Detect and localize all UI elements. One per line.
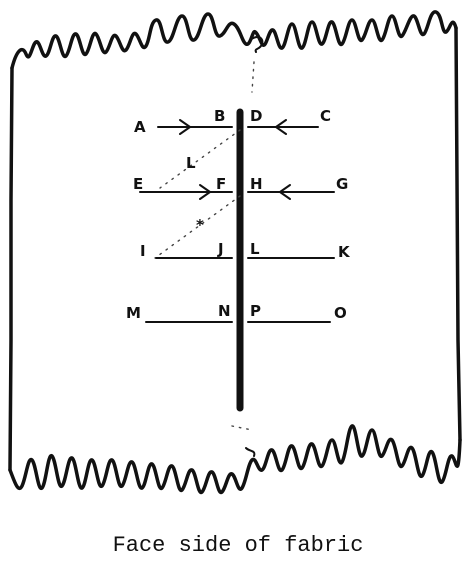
bottom-break-mark: [246, 448, 254, 456]
label-p: P: [250, 302, 261, 320]
diagonal-dotted-upper: [160, 130, 240, 188]
label-b: B: [214, 107, 225, 125]
lower-diagonal-mark: *: [196, 216, 204, 234]
fabric-bottom-edge: [10, 426, 460, 493]
label-d: D: [250, 107, 262, 125]
label-l: L: [250, 240, 260, 258]
label-h: H: [250, 175, 263, 193]
label-o: O: [334, 304, 347, 322]
fabric-left-edge: [10, 68, 12, 470]
upper-diagonal-mark: L: [186, 154, 196, 172]
label-g: G: [336, 175, 348, 193]
fabric-top-edge: [12, 12, 456, 68]
top-break-dots: [252, 62, 254, 92]
label-e: E: [133, 175, 143, 193]
label-j: J: [217, 240, 224, 258]
label-i: I: [140, 242, 146, 260]
fabric-right-edge: [456, 28, 460, 440]
bottom-break-dots: [232, 426, 252, 430]
label-n: N: [218, 302, 231, 320]
label-m: M: [126, 304, 141, 322]
caption: Face side of fabric: [113, 533, 364, 558]
label-k: K: [338, 243, 351, 261]
label-f: F: [216, 175, 226, 193]
label-a: A: [134, 118, 146, 136]
label-c: C: [320, 107, 331, 125]
